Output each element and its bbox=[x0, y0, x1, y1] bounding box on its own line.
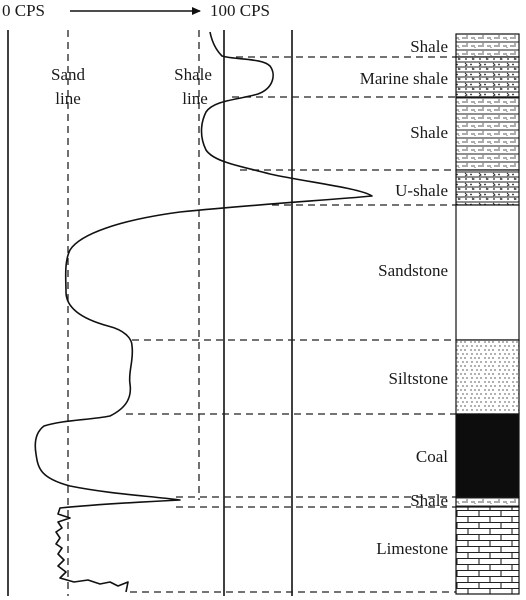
unit-label-marine-shale: Marine shale bbox=[360, 69, 448, 88]
lithology-cell-coal bbox=[455, 413, 520, 498]
lithology-cell-shale-thin bbox=[455, 496, 520, 508]
sand-line-label-2: line bbox=[55, 89, 81, 108]
shale-line-label-2: line bbox=[182, 89, 208, 108]
gamma-ray-curve bbox=[34, 31, 373, 593]
lithology-cell-shale bbox=[455, 96, 520, 171]
unit-label-sandstone: Sandstone bbox=[378, 261, 448, 280]
unit-label-shale-thin: Shale bbox=[410, 491, 448, 510]
scale-left-label: 0 CPS bbox=[2, 1, 45, 20]
lithology-cell-sandstone bbox=[455, 204, 520, 341]
unit-label-coal: Coal bbox=[416, 447, 448, 466]
unit-label-u-shale: U-shale bbox=[395, 181, 448, 200]
unit-label-siltstone: Siltstone bbox=[388, 369, 448, 388]
lithology-cell-shale-top bbox=[455, 33, 520, 58]
lithology-cell-limestone bbox=[455, 506, 520, 595]
lithology-cell-u-shale bbox=[455, 169, 520, 206]
unit-label-shale: Shale bbox=[410, 123, 448, 142]
scale-right-label: 100 CPS bbox=[210, 1, 270, 20]
shale-line-label-1: Shale bbox=[174, 65, 212, 84]
lithology-cell-siltstone bbox=[455, 339, 520, 415]
lithology-cell-marine-shale bbox=[455, 56, 520, 98]
unit-label-shale-top: Shale bbox=[410, 37, 448, 56]
unit-label-limestone: Limestone bbox=[376, 539, 448, 558]
lithology-column bbox=[455, 33, 520, 595]
sand-line-label-1: Sand bbox=[51, 65, 86, 84]
